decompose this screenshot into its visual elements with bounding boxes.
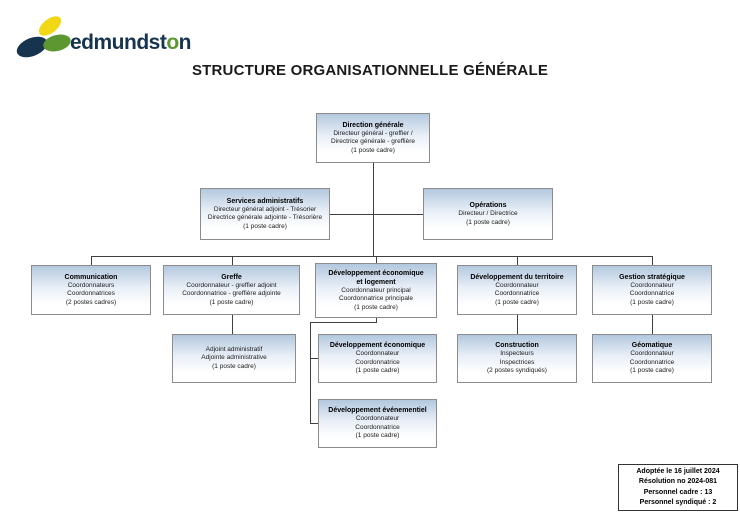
- box-role-line: Adjoint administratif: [205, 345, 263, 353]
- box-title: Développement du territoire: [470, 273, 564, 281]
- box-role-line: Coordonnatrices: [67, 290, 115, 298]
- box-role-line: Inspectrices: [499, 358, 535, 366]
- box-role-line: Coordonnateur: [355, 415, 400, 423]
- connector-stub-communication: [91, 256, 92, 265]
- org-box-dev-evenementiel: Développement événementiel Coordonnateur…: [318, 399, 437, 448]
- box-role-line: Directeur général - greffier /: [333, 129, 413, 137]
- org-box-geomatique: Géomatique Coordonnateur Coordonnatrice …: [592, 334, 712, 383]
- connector-del-left-rail: [310, 322, 311, 424]
- box-count-line: (2 postes syndiqués): [487, 367, 547, 375]
- connector-stub-dev-evenementiel: [310, 423, 319, 424]
- box-title: Développement événementiel: [328, 407, 427, 415]
- box-title: Développement économique et logement: [328, 269, 424, 286]
- connector-territoire-construction: [517, 315, 518, 334]
- box-count-line: (1 poste cadre): [630, 298, 674, 306]
- org-box-services-administratifs: Services administratifs Directeur généra…: [200, 188, 330, 240]
- box-role-line: Coordonnatrice principale: [338, 295, 414, 303]
- connector-stub-dev-eco-logement: [376, 256, 377, 263]
- box-count-line: (1 poste cadre): [355, 432, 400, 440]
- box-count-line: (1 poste cadre): [354, 303, 398, 311]
- box-count-line: (1 poste cadre): [466, 218, 510, 226]
- box-count-line: (1 poste cadre): [630, 367, 674, 375]
- box-role-line: Directeur / Directrice: [458, 210, 518, 218]
- box-role-line: Coordonnatrice: [355, 358, 400, 366]
- box-title: Opérations: [469, 202, 507, 210]
- box-title: Géomatique: [631, 342, 673, 350]
- connector-gestion-geomatique: [652, 315, 653, 334]
- box-role-line: Directrice générale adjointe - Trésorièr…: [207, 214, 323, 222]
- info-personnel-cadre: Personnel cadre : 13: [643, 488, 713, 496]
- box-role-line: Coordonnateur: [355, 350, 400, 358]
- org-box-gestion-strategique: Gestion stratégique Coordonnateur Coordo…: [592, 265, 712, 315]
- org-box-direction-generale: Direction générale Directeur général - g…: [316, 113, 430, 163]
- connector-stub-dev-economique: [310, 358, 319, 359]
- info-personnel-syndique: Personnel syndiqué : 2: [639, 498, 717, 506]
- org-box-construction: Construction Inspecteurs Inspectrices (2…: [457, 334, 577, 383]
- box-role-line: Coordonnatrice: [355, 423, 400, 431]
- box-title: Greffe: [221, 273, 242, 281]
- box-role-line: Coordonnatrice - greffière adjointe: [182, 290, 281, 298]
- info-resolution-number: Résolution no 2024-081: [638, 478, 718, 486]
- connector-services-operations: [330, 214, 423, 215]
- box-title: Gestion stratégique: [619, 273, 685, 281]
- box-count-line: (1 poste cadre): [355, 367, 400, 375]
- leaf-logo-icon: [14, 14, 76, 62]
- box-role-line: Coordonnateur principal: [341, 286, 411, 294]
- box-count-line: (1 poste cadre): [243, 222, 287, 230]
- org-box-greffe: Greffe Coordonnateur - greffier adjoint …: [163, 265, 300, 315]
- logo-wordmark: edmundston: [70, 31, 192, 54]
- box-title: Construction: [495, 342, 539, 350]
- box-role-line: Directeur général adjoint - Trésorier: [213, 205, 317, 213]
- org-box-operations: Opérations Directeur / Directrice (1 pos…: [423, 188, 553, 240]
- box-title: Services administratifs: [226, 197, 304, 205]
- org-box-dev-territoire: Développement du territoire Coordonnateu…: [457, 265, 577, 315]
- org-box-dev-economique-logement: Développement économique et logement Coo…: [315, 263, 437, 318]
- box-role-line: Coordonnatrice: [494, 290, 540, 298]
- connector-dg-down: [373, 163, 374, 256]
- box-role-line: Coordonnatrice: [629, 290, 675, 298]
- connector-del-elbow: [310, 322, 377, 323]
- box-role-line: Inspecteurs: [500, 350, 534, 358]
- box-count-line: (1 poste cadre): [212, 362, 256, 370]
- box-count-line: (1 poste cadre): [351, 146, 395, 154]
- box-role-line: Coordonnateur: [630, 281, 674, 289]
- info-adopted-date: Adoptée le 16 juillet 2024: [636, 468, 720, 476]
- box-title: Direction générale: [342, 121, 404, 129]
- page-title: STRUCTURE ORGANISATIONNELLE GÉNÉRALE: [191, 62, 549, 79]
- box-role-line: Coordonnateur: [630, 350, 674, 358]
- box-count-line: (1 poste cadre): [495, 298, 539, 306]
- edmundston-logo: edmundston: [14, 14, 192, 62]
- box-count-line: (2 postes cadres): [65, 298, 117, 306]
- connector-stub-gestion: [652, 256, 653, 265]
- connector-level3-rail: [91, 256, 652, 257]
- adoption-info-box: Adoptée le 16 juillet 2024 Résolution no…: [618, 464, 738, 511]
- connector-del-down: [376, 318, 377, 323]
- box-title: Communication: [64, 273, 118, 281]
- box-role-line: Coordonnateur: [495, 281, 539, 289]
- box-role-line: Directrice générale - greffière: [330, 138, 416, 146]
- connector-stub-dev-territoire: [517, 256, 518, 265]
- box-title: Développement économique: [329, 342, 426, 350]
- connector-stub-greffe: [232, 256, 233, 265]
- connector-greffe-adjoint: [232, 315, 233, 334]
- box-role-line: Coordonnateur - greffier adjoint: [186, 281, 277, 289]
- box-role-line: Adjointe administrative: [201, 354, 267, 362]
- org-box-adjoint-administratif: Adjoint administratif Adjointe administr…: [172, 334, 296, 383]
- box-role-line: Coordonnatrice: [629, 358, 675, 366]
- box-role-line: Coordonnateurs: [67, 281, 115, 289]
- org-box-communication: Communication Coordonnateurs Coordonnatr…: [31, 265, 151, 315]
- box-count-line: (1 poste cadre): [209, 298, 254, 306]
- org-box-dev-economique: Développement économique Coordonnateur C…: [318, 334, 437, 383]
